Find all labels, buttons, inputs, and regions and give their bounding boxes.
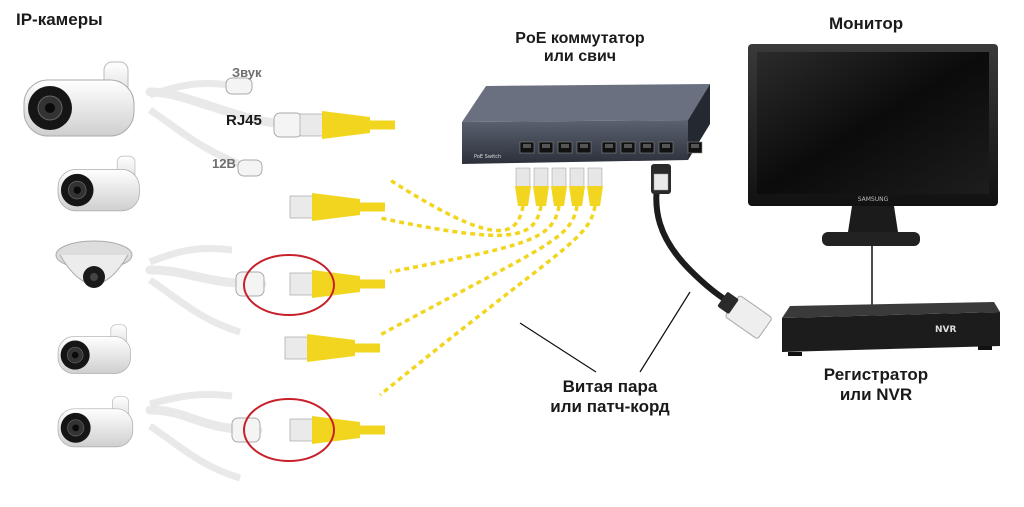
patch-plug-icon xyxy=(533,167,549,206)
yellow-rj45-plug-icon xyxy=(289,416,385,444)
camera-rj45-socket-icon xyxy=(235,271,265,297)
cameras-title: IP-камеры xyxy=(16,10,103,29)
yellow-rj45-plug-icon xyxy=(289,270,385,298)
switch-brand: PoE Switch xyxy=(474,154,501,160)
patch-cable-dashed xyxy=(389,178,525,233)
switch-port-icon xyxy=(557,141,573,154)
camera-patch-plugs xyxy=(145,77,395,482)
poe-switch-icon: PoE Switch xyxy=(462,84,710,164)
patch-plug-icon xyxy=(551,167,567,206)
patch-cable-dashed xyxy=(379,205,579,337)
bullet-camera-icon xyxy=(57,155,140,212)
switch-label-line1: PoE коммутатор xyxy=(515,30,645,47)
power-lead-cable xyxy=(148,107,252,172)
power-lead-cable xyxy=(148,423,242,482)
monitor-brand: SAMSUNG xyxy=(858,196,889,203)
label-pointer-line xyxy=(519,322,597,373)
patch-plug-icon xyxy=(587,167,603,206)
cable-label: Витая пара или патч-корд xyxy=(530,377,690,416)
patch-plug-icon xyxy=(515,167,531,206)
yellow-rj45-plug-icon xyxy=(289,193,385,221)
sound-lead-cable xyxy=(148,245,233,266)
switch-port-icon xyxy=(620,141,636,154)
switch-port-icon xyxy=(639,141,655,154)
uplink-rj45-top-icon xyxy=(651,164,671,194)
patch-cable-runs xyxy=(378,178,597,397)
switch-port-icon xyxy=(687,141,703,154)
switch-label-line2: или свич xyxy=(543,48,617,66)
label-pointer-line xyxy=(639,291,691,373)
power-connector-icon xyxy=(237,159,263,177)
sound-connector-icon xyxy=(225,77,253,95)
bullet-camera-icon xyxy=(57,324,131,374)
switch-port-icon xyxy=(538,141,554,154)
switch-port-icon xyxy=(601,141,617,154)
bullet-camera-icon xyxy=(57,396,134,448)
patch-plug-icon xyxy=(569,167,585,206)
yellow-rj45-plug-icon xyxy=(284,334,380,362)
ip-cameras xyxy=(23,61,140,448)
highlight-ring-connector xyxy=(243,254,335,316)
bullet-camera-icon xyxy=(23,61,135,137)
sound-lead-cable xyxy=(149,390,233,408)
sound-lead-cable xyxy=(148,79,237,99)
dome-camera-icon xyxy=(55,240,133,288)
recorder-label-line1: Регистратор xyxy=(823,365,929,384)
patch-cable-dashed xyxy=(378,205,597,397)
patch-cable-dashed xyxy=(389,205,561,274)
yellow-rj45-plug-icon xyxy=(299,111,395,139)
switch-patch-plugs xyxy=(515,167,603,206)
cable-label-line1: Витая пара xyxy=(562,377,658,396)
recorder-label-line2: или NVR xyxy=(839,384,913,404)
monitor-icon: SAMSUNG xyxy=(748,44,998,246)
camera-rj45-socket-icon xyxy=(273,112,303,138)
highlight-ring-connector xyxy=(243,398,335,462)
switch-port-icon xyxy=(576,141,592,154)
uplink-rj45-bottom-icon xyxy=(717,292,772,339)
switch-port-icon xyxy=(658,141,674,154)
patch-cable-dashed xyxy=(379,205,543,238)
power-lead-cable xyxy=(148,277,242,336)
sound-label: Звук xyxy=(232,65,262,80)
monitor-label: Монитор xyxy=(829,14,904,33)
cable-label-line2: или патч-корд xyxy=(550,396,670,416)
nvr-brand: NVR xyxy=(935,325,956,335)
switch-ports xyxy=(519,141,703,154)
rj45-label: RJ45 xyxy=(226,112,262,129)
switch-port-icon xyxy=(519,141,535,154)
switch-label: PoE коммутатор или свич xyxy=(500,30,660,67)
camera-rj45-socket-icon xyxy=(231,417,261,443)
nvr-icon: NVR xyxy=(782,302,1000,356)
power-label: 12В xyxy=(212,156,236,171)
recorder-label: Регистратор или NVR xyxy=(806,365,946,404)
